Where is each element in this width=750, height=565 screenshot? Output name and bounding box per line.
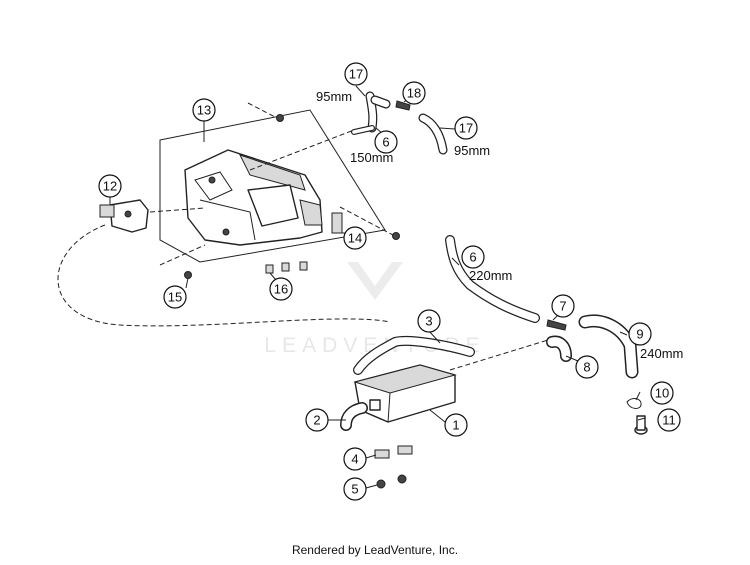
svg-text:17: 17: [459, 121, 473, 136]
callout-7: 7: [551, 294, 575, 318]
callout-17-right: 17: [454, 116, 478, 140]
screw: [392, 232, 400, 240]
callout-12: 12: [98, 174, 122, 198]
clamp-10: [626, 397, 642, 409]
svg-text:6: 6: [382, 135, 389, 150]
callout-16: 16: [269, 277, 293, 301]
callout-6-right: 6: [461, 245, 485, 269]
svg-text:15: 15: [168, 290, 182, 305]
dimension-label: 150mm: [350, 150, 393, 165]
nut-5: [376, 474, 407, 489]
svg-text:5: 5: [351, 482, 358, 497]
svg-text:6: 6: [469, 250, 476, 265]
callout-18: 18: [402, 81, 426, 105]
canister-bracket: [184, 149, 343, 246]
upper-hoses: [351, 91, 448, 155]
callout-6-top: 6: [374, 130, 398, 154]
rubber-pad: [331, 212, 343, 234]
svg-text:14: 14: [348, 231, 362, 246]
callout-10: 10: [650, 381, 674, 405]
svg-text:3: 3: [425, 314, 432, 329]
t-fitting: [395, 100, 411, 111]
screw: [184, 271, 192, 279]
dimension-label: 95mm: [454, 143, 490, 158]
callout-11: 11: [657, 408, 681, 432]
svg-text:16: 16: [274, 282, 288, 297]
callout-8: 8: [575, 355, 599, 379]
svg-text:10: 10: [655, 386, 669, 401]
svg-text:7: 7: [559, 299, 566, 314]
svg-text:2: 2: [313, 413, 320, 428]
callout-15: 15: [163, 285, 187, 309]
callout-3: 3: [417, 309, 441, 333]
svg-text:4: 4: [351, 452, 358, 467]
clip-4: [374, 445, 413, 459]
callout-13: 13: [192, 98, 216, 122]
svg-text:11: 11: [662, 413, 676, 428]
svg-text:12: 12: [103, 179, 117, 194]
svg-text:18: 18: [407, 86, 421, 101]
screw: [276, 114, 284, 122]
callout-17-top: 17: [344, 62, 368, 86]
dimension-label: 95mm: [316, 89, 352, 104]
svg-text:9: 9: [636, 327, 643, 342]
callout-2: 2: [305, 408, 329, 432]
svg-text:1: 1: [452, 418, 459, 433]
purge-valve: [99, 199, 149, 233]
svg-text:17: 17: [349, 67, 363, 82]
svg-text:13: 13: [197, 103, 211, 118]
grommet-11: [634, 415, 648, 435]
fitting-7: [546, 319, 567, 331]
assembly-outline: [159, 109, 386, 263]
dimension-label: 220mm: [469, 268, 512, 283]
callout-5: 5: [343, 477, 367, 501]
charcoal-canister: [353, 364, 457, 423]
footer-credit: Rendered by LeadVenture, Inc.: [291, 543, 459, 557]
callout-1: 1: [444, 413, 468, 437]
callout-9: 9: [628, 322, 652, 346]
clip-nut: [265, 261, 308, 274]
svg-text:8: 8: [583, 360, 590, 375]
callout-4: 4: [343, 447, 367, 471]
dimension-label: 240mm: [640, 346, 683, 361]
callout-14: 14: [343, 226, 367, 250]
